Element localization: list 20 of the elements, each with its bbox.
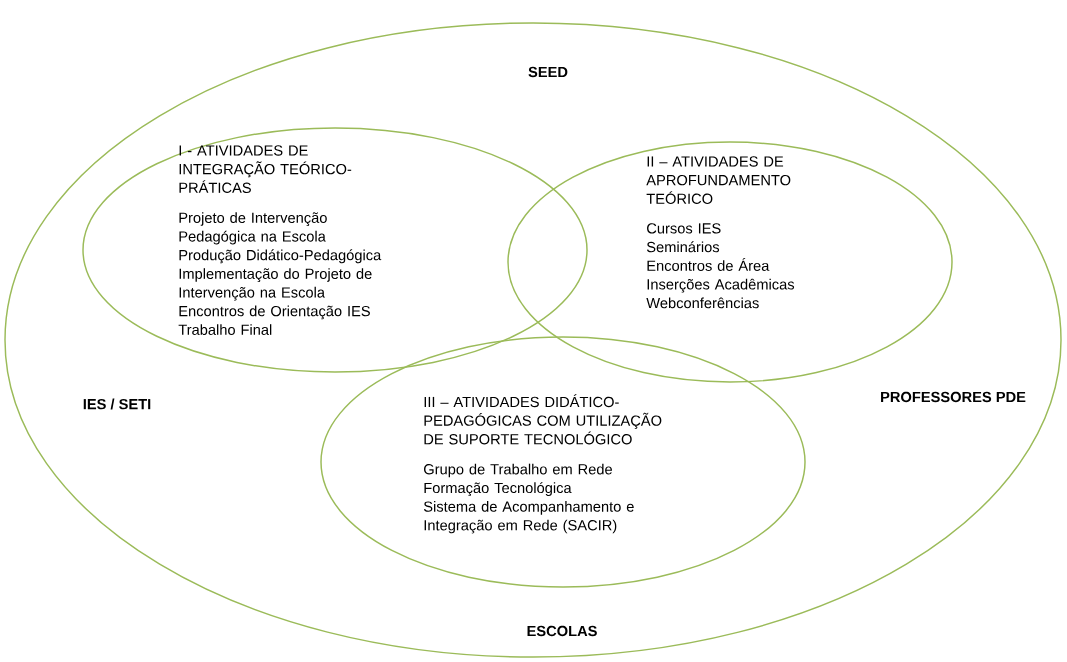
list-item: Cursos IES	[647, 223, 721, 234]
list-item: Encontros de Orientação IES	[179, 305, 370, 320]
region-label: IES / SETI	[83, 398, 151, 410]
list-item: Encontros de Área	[647, 258, 770, 271]
list-item: Trabalho Final	[178, 324, 272, 335]
list-item: Produção Didático-Pedagógica	[179, 249, 382, 264]
list-item: Grupo de Trabalho em Rede	[424, 463, 612, 478]
list-item: Formação Tecnológica	[424, 482, 572, 497]
region-label: PROFESSORES PDE	[881, 391, 1026, 403]
list-item: Inserções Acadêmicas	[647, 278, 795, 293]
region-label: ESCOLAS	[527, 625, 597, 637]
heading-text: III – ATIVIDADES DIDÁTICO-PEDAGÓGICAS COM UTILIZAÇÃO DE SUPORTE TECNOLÓGICO	[424, 394, 662, 445]
list-item: Sistema de Acompanhamento e Integração em Rede (SACIR)	[423, 501, 634, 534]
heading-text: II – ATIVIDADES DE APROFUNDAMENTO TEÓRICO	[646, 156, 791, 204]
region-label: SEED	[528, 66, 568, 78]
list-item: Webconferências	[646, 297, 759, 309]
heading-text: I - ATIVIDADES DE INTEGRAÇÃO TEÓRICO-PRÁTICAS	[179, 145, 352, 193]
list-item: Implementação do Projeto de Intervenção na Escola	[179, 268, 372, 301]
list-item: Seminários	[646, 241, 720, 253]
list-item: Projeto de Intervenção Pedagógica na Escola	[179, 212, 327, 245]
